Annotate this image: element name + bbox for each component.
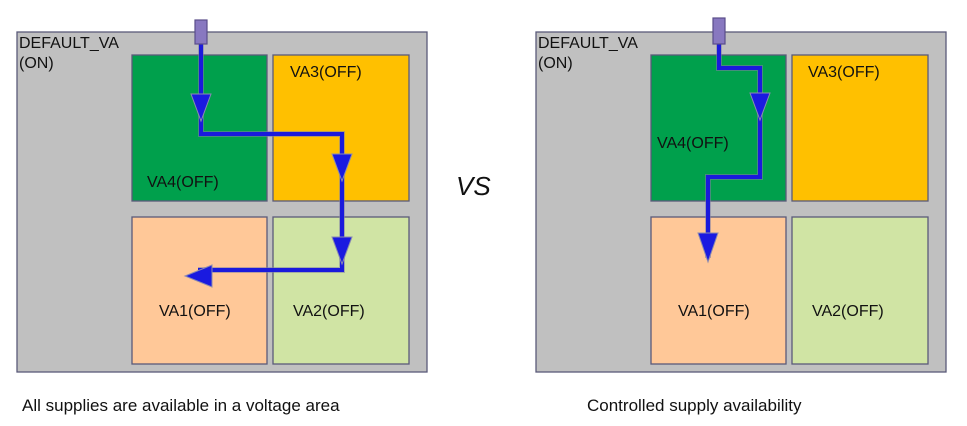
left-default-va-state: (ON) xyxy=(19,55,54,72)
vs-label: VS xyxy=(456,171,491,201)
right-default-va-state: (ON) xyxy=(538,55,573,72)
left-route-arrow-2 xyxy=(331,153,353,183)
left-va1-box xyxy=(131,216,268,365)
left-default-va-label: DEFAULT_VA xyxy=(19,35,119,52)
right-va2-label: VA2(OFF) xyxy=(812,303,884,320)
left-diagram: DEFAULT_VA (ON) VA4(OFF) VA3(OFF) VA1(OF… xyxy=(16,19,428,415)
left-va3-box xyxy=(272,54,410,202)
right-va3-box xyxy=(791,54,929,202)
right-va3-label: VA3(OFF) xyxy=(808,64,880,81)
left-va1-label: VA1(OFF) xyxy=(159,303,231,320)
left-route-arrow-1 xyxy=(190,93,212,123)
left-va2-label: VA2(OFF) xyxy=(293,303,365,320)
right-route-arrow-1 xyxy=(749,92,771,122)
left-supply-pin xyxy=(194,19,208,45)
right-supply-route xyxy=(706,40,762,258)
right-route-arrow-2 xyxy=(697,232,719,264)
left-caption: All supplies are available in a voltage … xyxy=(22,396,340,415)
left-route-arrow-4 xyxy=(183,264,213,288)
left-va4-label: VA4(OFF) xyxy=(147,174,219,191)
left-va3-label: VA3(OFF) xyxy=(290,64,362,81)
right-default-va-label: DEFAULT_VA xyxy=(538,35,638,52)
right-caption: Controlled supply availability xyxy=(587,396,802,415)
right-supply-pin xyxy=(712,17,726,45)
right-va2-box xyxy=(791,216,929,365)
right-diagram: DEFAULT_VA (ON) VA4(OFF) VA3(OFF) VA1(OF… xyxy=(535,17,947,415)
right-va1-box xyxy=(650,216,787,365)
right-va4-label: VA4(OFF) xyxy=(657,135,729,152)
right-va1-label: VA1(OFF) xyxy=(678,303,750,320)
left-route-arrow-3 xyxy=(331,236,353,266)
